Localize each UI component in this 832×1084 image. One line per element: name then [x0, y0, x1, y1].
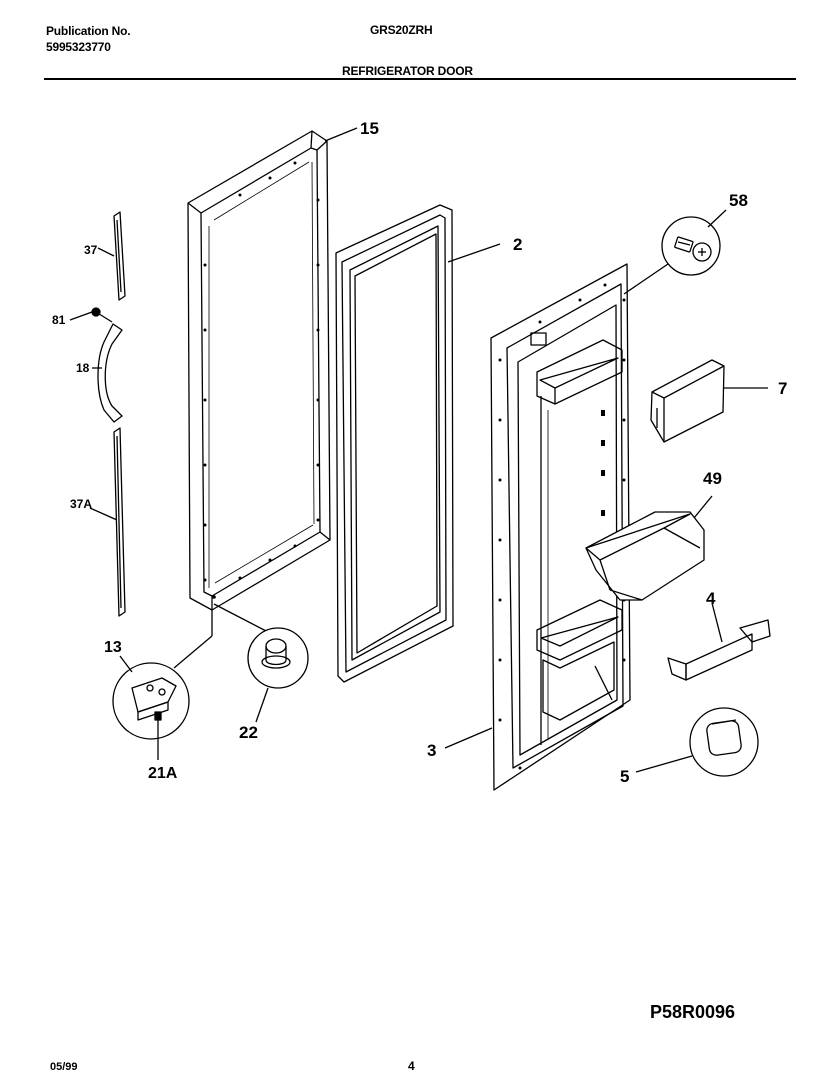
publication-number: 5995323770 [46, 40, 111, 54]
door-frame-part [173, 127, 358, 669]
figure-code: P58R0096 [650, 1002, 736, 1022]
callout-15: 15 [360, 119, 379, 138]
callout-18: 18 [76, 361, 90, 375]
callout-58: 58 [729, 191, 748, 210]
door-bin-part [585, 495, 713, 601]
closure-cam-part [247, 627, 309, 723]
handle-screw-part [69, 307, 113, 323]
model-number: GRS20ZRH [370, 23, 433, 37]
callout-4: 4 [706, 589, 716, 608]
callout-37: 37 [84, 243, 98, 257]
trim-strip-lower-part [89, 427, 126, 617]
screw-part [661, 209, 727, 276]
footer-date: 05/99 [50, 1061, 78, 1073]
callout-81: 81 [52, 313, 66, 327]
hinge-part [112, 655, 190, 760]
dairy-door-part [650, 359, 768, 443]
header-rule [44, 78, 796, 80]
trim-strip-upper-part [97, 211, 126, 301]
publication-label: Publication No. [46, 24, 131, 38]
door-liner-part [444, 263, 669, 791]
callout-2: 2 [513, 235, 522, 254]
door-gasket-part [335, 204, 501, 683]
clip-part [635, 707, 759, 777]
callout-7: 7 [778, 379, 787, 398]
callout-49: 49 [703, 469, 722, 488]
bin-retainer-part [667, 602, 771, 681]
callout-22: 22 [239, 723, 258, 742]
callout-3: 3 [427, 741, 436, 760]
callout-13: 13 [104, 639, 122, 656]
callout-21a: 21A [148, 765, 178, 782]
page-number: 4 [408, 1059, 415, 1073]
door-handle-part [92, 323, 123, 423]
callout-37a: 37A [70, 497, 92, 511]
section-title: REFRIGERATOR DOOR [342, 64, 473, 78]
callout-5: 5 [620, 767, 629, 786]
